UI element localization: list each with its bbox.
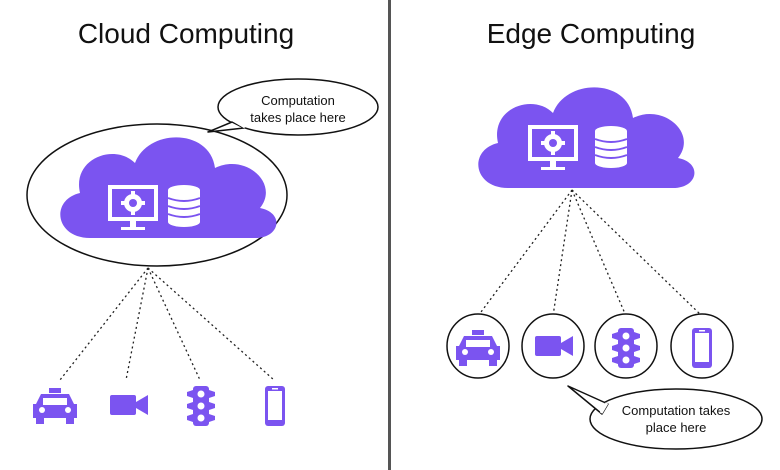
cloud-computing-title: Cloud Computing	[77, 18, 295, 49]
panel-divider	[388, 0, 391, 470]
edge-computing-panel: Edge Computing	[391, 0, 780, 470]
cloud-callout-text: Computation takes place here	[228, 92, 368, 126]
right-callout-bubble	[567, 385, 763, 450]
cloud-callout-line-2: takes place here	[250, 110, 346, 125]
edge-computing-title: Edge Computing	[486, 18, 696, 49]
edge-device-traffic-light	[594, 313, 658, 379]
right-connection-lines	[477, 189, 703, 317]
edge-device-taxi	[446, 313, 510, 379]
edge-computing-diagram	[446, 87, 763, 450]
cloud-computing-diagram	[26, 78, 379, 426]
left-connection-lines	[59, 267, 275, 381]
left-callout-bubble	[207, 78, 379, 136]
edge-callout-line-1: Computation takes	[621, 403, 731, 418]
cloud-computing-panel: Cloud Computing	[0, 0, 388, 470]
cloud-callout-line-1: Computation	[261, 93, 335, 108]
edge-device-camera	[521, 313, 585, 379]
edge-callout-text: Computation takes place here	[596, 402, 756, 436]
edge-callout-line-2: place here	[645, 420, 707, 435]
edge-device-phone	[670, 313, 734, 379]
